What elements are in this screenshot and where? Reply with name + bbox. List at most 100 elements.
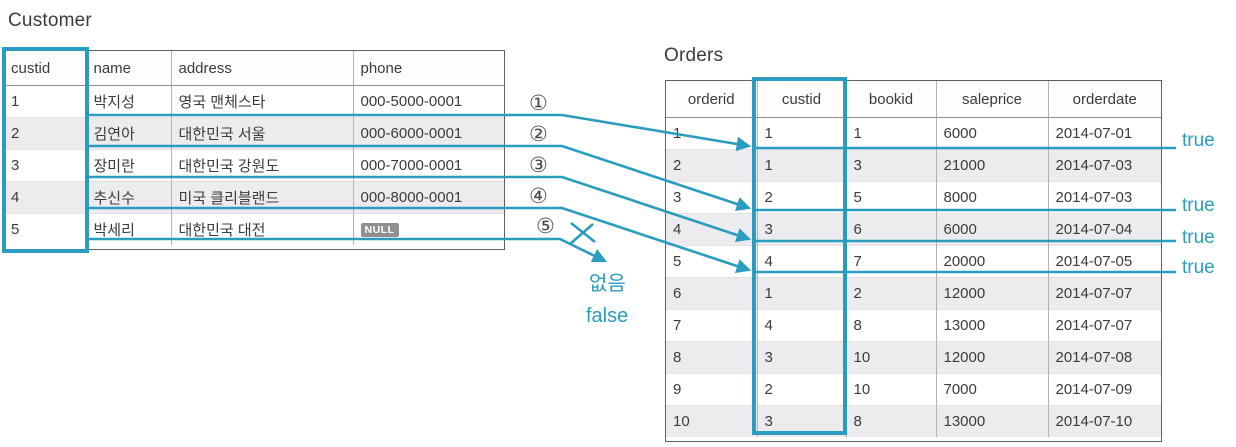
table-cell: 8 — [845, 405, 936, 437]
column-header-address: address — [170, 51, 353, 86]
table-cell: 2014-07-05 — [1047, 245, 1161, 278]
table-cell: 2 — [666, 149, 757, 182]
table-cell: 5 — [4, 213, 86, 245]
table-cell: 4 — [756, 309, 846, 342]
table-cell: 2 — [756, 181, 846, 214]
table-cell: 4 — [756, 245, 846, 278]
table-cell: 1 — [756, 117, 846, 150]
row-marker-2: ② — [529, 123, 548, 146]
table-cell: 미국 클리블랜드 — [170, 181, 353, 214]
table-cell: 1 — [11, 93, 20, 110]
table-cell: 1 — [845, 117, 936, 150]
table-cell: 3 — [666, 181, 757, 214]
cross-mark-icon — [569, 223, 594, 245]
table-cell: 7 — [666, 309, 757, 342]
table-cell: 6000 — [935, 213, 1048, 246]
cross-mark-icon — [570, 221, 596, 244]
column-header-saleprice: saleprice — [935, 81, 1048, 118]
table-cell: 13000 — [935, 309, 1048, 342]
table-cell: 2014-07-03 — [1047, 149, 1161, 182]
table-cell: 1 — [756, 149, 846, 182]
orders-table-title: Orders — [664, 45, 724, 66]
table-cell: 2014-07-08 — [1047, 341, 1161, 374]
table-cell: 8 — [666, 341, 757, 374]
table-cell: 2014-07-09 — [1047, 373, 1161, 406]
table-cell: 2014-07-01 — [1047, 117, 1161, 150]
table-cell: 3 — [756, 341, 846, 374]
table-cell: 3 — [756, 213, 846, 246]
table-cell: 5 — [666, 245, 757, 278]
no-match-result-label: false — [586, 305, 629, 327]
table-cell: 10 — [845, 373, 936, 406]
column-header-orderdate: orderdate — [1047, 81, 1161, 118]
table-cell: 10 — [845, 341, 936, 374]
table-cell: 3 — [4, 149, 86, 182]
column-header-orderid: orderid — [666, 81, 757, 118]
table-cell: 13000 — [935, 405, 1048, 437]
table-cell: 4 — [4, 181, 86, 214]
table-cell: 4 — [666, 213, 757, 246]
column-header-name: name — [85, 51, 171, 86]
row-marker-4: ④ — [529, 185, 548, 208]
table-cell: 김연아 — [85, 117, 171, 150]
table-cell: 대한민국 서울 — [170, 117, 353, 150]
table-cell: 000-5000-0001 — [352, 85, 504, 118]
table-cell: 3 — [756, 405, 846, 437]
customer-table-title: Customer — [8, 10, 92, 31]
column-header-custid: custid — [4, 51, 86, 86]
table-cell: 8 — [845, 309, 936, 342]
table-cell: 21000 — [935, 149, 1048, 182]
table-cell: 대한민국 대전 — [170, 213, 353, 245]
match-true-label-1: true — [1182, 130, 1215, 151]
table-cell: 6 — [666, 277, 757, 310]
row-marker-3: ③ — [529, 154, 548, 177]
table-cell: 2014-07-10 — [1047, 405, 1161, 437]
table-cell: 6000 — [935, 117, 1048, 150]
table-cell: 1 — [756, 277, 846, 310]
table-cell: 박세리 — [85, 213, 171, 245]
match-true-label-4: true — [1182, 257, 1215, 278]
table-cell: 7000 — [935, 373, 1048, 406]
table-cell: 장미란 — [85, 149, 171, 182]
table-cell: NULL — [352, 213, 504, 245]
table-cell: 12000 — [935, 341, 1048, 374]
table-cell: 1 — [673, 125, 682, 142]
row-marker-1: ① — [529, 92, 548, 115]
table-cell: 8000 — [935, 181, 1048, 214]
table-cell: 12000 — [935, 277, 1048, 310]
table-cell: 2014-07-07 — [1047, 277, 1161, 310]
row-marker-5: ⑤ — [536, 215, 555, 238]
table-cell: 박지성 — [85, 85, 171, 118]
table-cell: 000-6000-0001 — [352, 117, 504, 150]
table-cell: 000-7000-0001 — [352, 149, 504, 182]
table-cell: 3 — [845, 149, 936, 182]
column-header-custid: custid — [756, 81, 846, 118]
column-header-bookid: bookid — [845, 81, 936, 118]
table-cell: 대한민국 강원도 — [170, 149, 353, 182]
table-cell: 영국 맨체스타 — [170, 85, 353, 118]
no-match-label: 없음 — [589, 273, 626, 295]
column-header-phone: phone — [352, 51, 504, 86]
